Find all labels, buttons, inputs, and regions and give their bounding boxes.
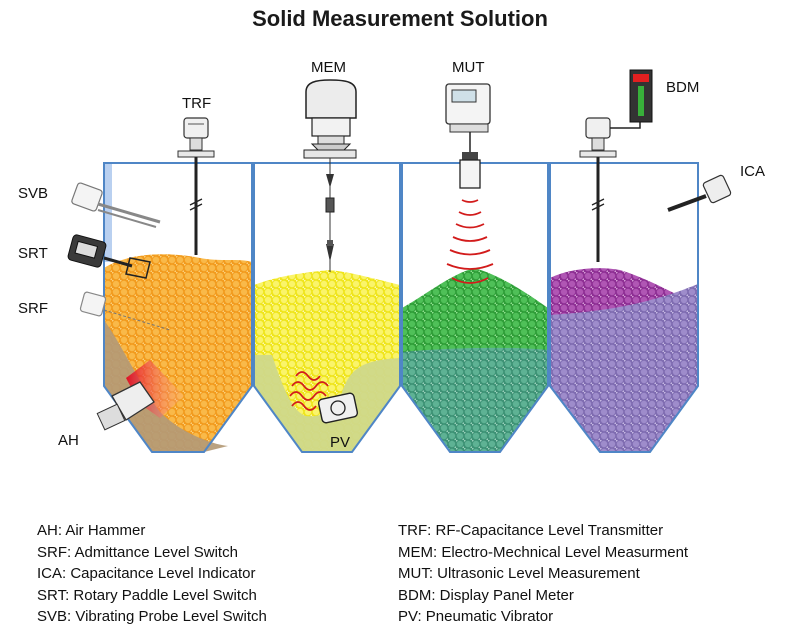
pv-pneumatic-vibrator-icon xyxy=(289,371,359,424)
bdm-panel-meter-icon xyxy=(629,69,653,123)
silo-3 xyxy=(401,162,549,453)
legend-item: TRF: RF-Capacitance Level Transmitter xyxy=(398,522,664,539)
trf-transmitter-icon xyxy=(177,117,215,255)
legend-item: MUT: Ultrasonic Level Measurement xyxy=(398,565,640,582)
legend-left: AH: Air Hammer SRF: Admittance Level Swi… xyxy=(37,520,267,628)
label-svb: SVB xyxy=(18,185,48,202)
silo-4 xyxy=(549,162,699,453)
ica-capacitance-icon xyxy=(667,174,732,212)
ah-air-hammer-icon xyxy=(96,360,184,431)
label-mut: MUT xyxy=(452,59,485,76)
legend-item: ICA: Capacitance Level Indicator xyxy=(37,565,256,582)
legend-right: TRF: RF-Capacitance Level Transmitter ME… xyxy=(398,520,688,628)
svb-vibrating-probe-icon xyxy=(71,182,161,228)
label-pv: PV xyxy=(330,434,350,451)
label-ica: ICA xyxy=(740,163,765,180)
label-mem: MEM xyxy=(311,59,346,76)
legend-item: MEM: Electro-Mechnical Level Measurment xyxy=(398,543,689,561)
trf-transmitter-icon-2 xyxy=(579,117,641,262)
label-srf: SRF xyxy=(18,300,48,317)
silo-2 xyxy=(253,162,401,453)
srf-admittance-icon xyxy=(79,291,171,331)
mem-plumb-bob-icon xyxy=(303,79,357,272)
legend-item: BDM: Display Panel Meter xyxy=(398,586,574,604)
diagram-title: Solid Measurement Solution xyxy=(252,6,548,31)
legend-item: SVB: Vibrating Probe Level Switch xyxy=(37,608,267,625)
srt-rotary-paddle-icon xyxy=(67,234,151,279)
label-srt: SRT xyxy=(18,245,48,262)
legend-item: SRT: Rotary Paddle Level Switch xyxy=(37,586,257,604)
legend-item: PV: Pneumatic Vibrator xyxy=(398,608,554,625)
legend-item: SRF: Admittance Level Switch xyxy=(37,543,238,561)
legend-item: AH: Air Hammer xyxy=(37,522,146,539)
label-ah: AH xyxy=(58,432,79,449)
label-bdm: BDM xyxy=(666,79,699,96)
mut-ultrasonic-icon xyxy=(445,83,494,284)
label-trf: TRF xyxy=(182,95,211,112)
